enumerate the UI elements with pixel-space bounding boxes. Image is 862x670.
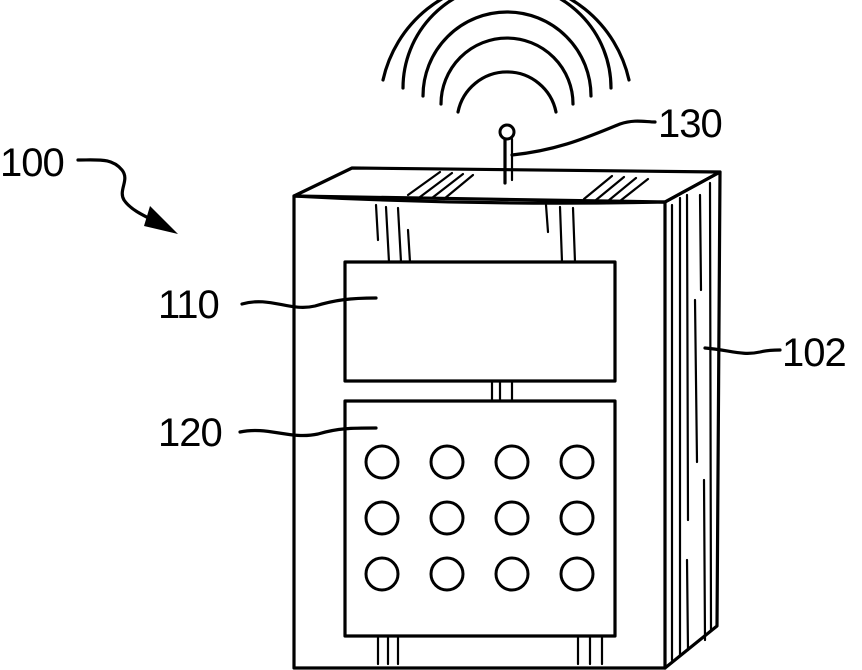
housing-front-face	[294, 196, 665, 668]
label-120: 120	[158, 411, 222, 455]
leader-130	[512, 121, 655, 155]
keypad-key	[561, 558, 593, 590]
keypad-key	[496, 558, 528, 590]
keypad-key	[366, 558, 398, 590]
keypad-key	[431, 558, 463, 590]
leader-120	[240, 428, 376, 436]
keypad	[345, 401, 615, 636]
display-screen	[345, 262, 615, 381]
leader-102	[705, 348, 780, 353]
keypad-key	[431, 502, 463, 534]
label-100: 100	[0, 141, 64, 185]
radio-wave-icon	[383, 0, 629, 112]
housing-side-face	[665, 172, 720, 668]
keypad-key	[561, 502, 593, 534]
keypad-key	[496, 502, 528, 534]
label-102: 102	[782, 331, 846, 375]
keypad-key	[366, 446, 398, 478]
label-130: 130	[658, 102, 722, 146]
keypad-key	[366, 502, 398, 534]
arrow-head-icon	[144, 206, 178, 234]
keypad-key	[561, 446, 593, 478]
leader-110	[242, 298, 376, 307]
label-110: 110	[158, 283, 219, 327]
keypad-key	[431, 446, 463, 478]
keypad-buttons	[366, 446, 593, 590]
housing-top-face	[294, 168, 720, 202]
keypad-key	[496, 446, 528, 478]
